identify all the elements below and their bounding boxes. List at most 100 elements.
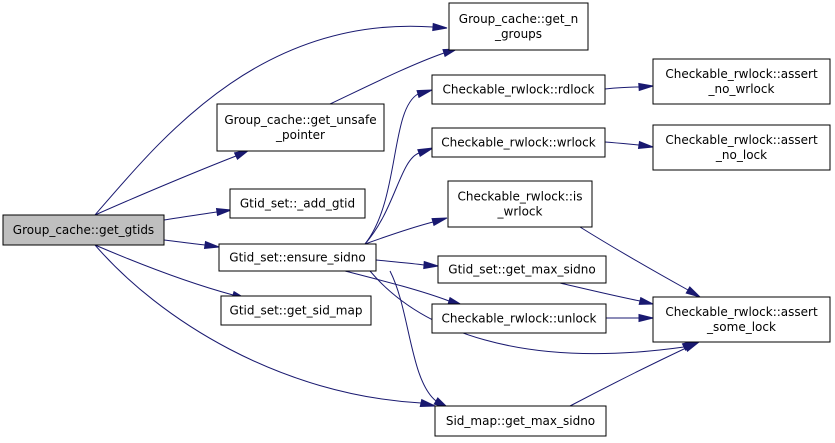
node-rdlock[interactable]: Checkable_rwlock::rdlock bbox=[431, 74, 606, 105]
arrowhead bbox=[417, 147, 434, 158]
edge-line bbox=[375, 259, 425, 266]
node-label: _pointer bbox=[275, 128, 325, 142]
edge-get_gtids-to-get_n_groups bbox=[94, 22, 448, 216]
arrowhead bbox=[638, 313, 654, 323]
node-label: Checkable_rwlock::is bbox=[457, 190, 582, 204]
edge-line bbox=[329, 52, 445, 105]
node-box bbox=[431, 303, 607, 334]
node-get-n-groups[interactable]: Group_cache::get_n_groups bbox=[448, 2, 589, 51]
edge-line bbox=[604, 141, 640, 146]
node-label: Gtid_set::ensure_sidno bbox=[229, 251, 365, 265]
node-box bbox=[229, 188, 366, 219]
edge-line bbox=[369, 270, 685, 355]
node-add-gtid[interactable]: Gtid_set::_add_gtid bbox=[229, 188, 366, 219]
node-box bbox=[652, 58, 831, 105]
node-get-sid-map[interactable]: Gtid_set::get_sid_map bbox=[220, 295, 372, 326]
node-assert-some-lock[interactable]: Checkable_rwlock::assert_some_lock bbox=[652, 296, 831, 343]
edge-line bbox=[94, 155, 237, 216]
node-label: Checkable_rwlock::wrlock bbox=[441, 136, 595, 150]
edge-line bbox=[163, 239, 206, 246]
edge-ensure_sidno-to-gtid_get_max_sidno bbox=[375, 259, 439, 270]
edge-get_gtids-to-sid_get_max_sidno bbox=[94, 244, 436, 407]
node-box bbox=[447, 180, 593, 228]
node-box bbox=[431, 127, 606, 158]
edge-rdlock-to-assert_no_wrlock bbox=[604, 82, 654, 92]
arrowhead bbox=[638, 296, 655, 305]
node-label: Checkable_rwlock::assert bbox=[665, 305, 818, 319]
edge-get_gtids-to-ensure_sidno bbox=[163, 239, 220, 250]
node-box bbox=[218, 243, 377, 272]
node-gtid-get-max-sidno[interactable]: Gtid_set::get_max_sidno bbox=[437, 255, 607, 284]
node-box bbox=[448, 2, 589, 51]
edge-ensure_sidno-to-rdlock bbox=[364, 89, 433, 245]
edge-gtid_get_max_sidno-to-assert_some_lock bbox=[559, 282, 655, 305]
node-wrlock[interactable]: Checkable_rwlock::wrlock bbox=[431, 127, 606, 158]
edge-is_wrlock-to-assert_some_lock bbox=[579, 226, 701, 298]
edge-line bbox=[94, 244, 422, 404]
node-label: _no_wrlock bbox=[708, 82, 775, 96]
edge-line bbox=[364, 93, 419, 245]
edge-line bbox=[344, 270, 450, 302]
edge-unlock-to-assert_some_lock bbox=[606, 313, 654, 323]
node-sid-get-max-sidno[interactable]: Sid_map::get_max_sidno bbox=[434, 405, 607, 437]
edge-get_gtids-to-get_unsafe_pointer bbox=[94, 149, 250, 216]
node-label: Gtid_set::get_max_sidno bbox=[448, 263, 595, 277]
edge-get_gtids-to-add_gtid bbox=[163, 207, 232, 221]
node-box bbox=[220, 295, 372, 326]
arrowhead bbox=[432, 22, 448, 32]
node-label: Gtid_set::get_sid_map bbox=[230, 304, 363, 318]
nodes-layer: Group_cache::get_gtids Group_cache::get_n… bbox=[2, 2, 831, 437]
edge-line bbox=[364, 152, 420, 245]
edge-line bbox=[94, 25, 434, 216]
node-box bbox=[652, 124, 831, 171]
node-label: Gtid_set::_add_gtid bbox=[240, 197, 355, 211]
node-get-gtids[interactable]: Group_cache::get_gtids bbox=[2, 214, 165, 246]
node-box bbox=[437, 255, 607, 284]
node-unlock[interactable]: Checkable_rwlock::unlock bbox=[431, 303, 607, 334]
arrowhead bbox=[423, 260, 439, 270]
node-label: Group_cache::get_unsafe bbox=[224, 113, 376, 127]
node-label: _wrlock bbox=[497, 205, 543, 219]
node-box bbox=[434, 405, 607, 437]
node-box bbox=[431, 74, 606, 105]
node-assert-no-wrlock[interactable]: Checkable_rwlock::assert_no_wrlock bbox=[652, 58, 831, 105]
edge-line bbox=[559, 282, 641, 302]
edges-layer bbox=[94, 22, 701, 409]
edge-ensure_sidno-to-wrlock bbox=[364, 147, 434, 245]
edge-line bbox=[569, 347, 687, 407]
arrowhead bbox=[637, 140, 654, 150]
arrowhead bbox=[431, 217, 448, 227]
node-is-wrlock[interactable]: Checkable_rwlock::is_wrlock bbox=[447, 180, 593, 228]
arrowhead bbox=[683, 341, 700, 352]
edge-line bbox=[94, 244, 234, 296]
node-label: Checkable_rwlock::unlock bbox=[442, 312, 597, 326]
node-label: Checkable_rwlock::assert bbox=[665, 133, 818, 147]
arrowhead bbox=[685, 286, 701, 298]
arrowhead bbox=[416, 89, 433, 99]
node-label: _no_lock bbox=[715, 148, 767, 162]
edge-line bbox=[579, 226, 689, 291]
arrowhead bbox=[419, 398, 436, 407]
node-assert-no-lock[interactable]: Checkable_rwlock::assert_no_lock bbox=[652, 124, 831, 171]
arrowhead bbox=[215, 207, 232, 217]
node-label: _groups bbox=[494, 27, 542, 41]
arrowhead bbox=[203, 240, 220, 250]
edge-line bbox=[389, 270, 437, 402]
edge-line bbox=[163, 211, 218, 221]
node-label: Group_cache::get_gtids bbox=[13, 223, 154, 237]
node-label: _some_lock bbox=[706, 320, 776, 334]
node-box bbox=[652, 296, 831, 343]
edge-line bbox=[364, 221, 434, 245]
node-label: Sid_map::get_max_sidno bbox=[446, 414, 595, 428]
edge-line bbox=[604, 86, 640, 90]
node-get-unsafe-pointer[interactable]: Group_cache::get_unsafe_pointer bbox=[216, 103, 385, 152]
node-box bbox=[2, 214, 165, 246]
edge-ensure_sidno-to-is_wrlock bbox=[364, 217, 448, 245]
node-label: Checkable_rwlock::rdlock bbox=[442, 83, 594, 97]
edge-sid_get_max_sidno-to-assert_some_lock bbox=[569, 341, 700, 407]
edge-get_unsafe_pointer-to-get_n_groups bbox=[329, 48, 458, 105]
node-ensure-sidno[interactable]: Gtid_set::ensure_sidno bbox=[218, 243, 377, 272]
edge-wrlock-to-assert_no_lock bbox=[604, 140, 654, 150]
arrowhead bbox=[638, 82, 654, 92]
